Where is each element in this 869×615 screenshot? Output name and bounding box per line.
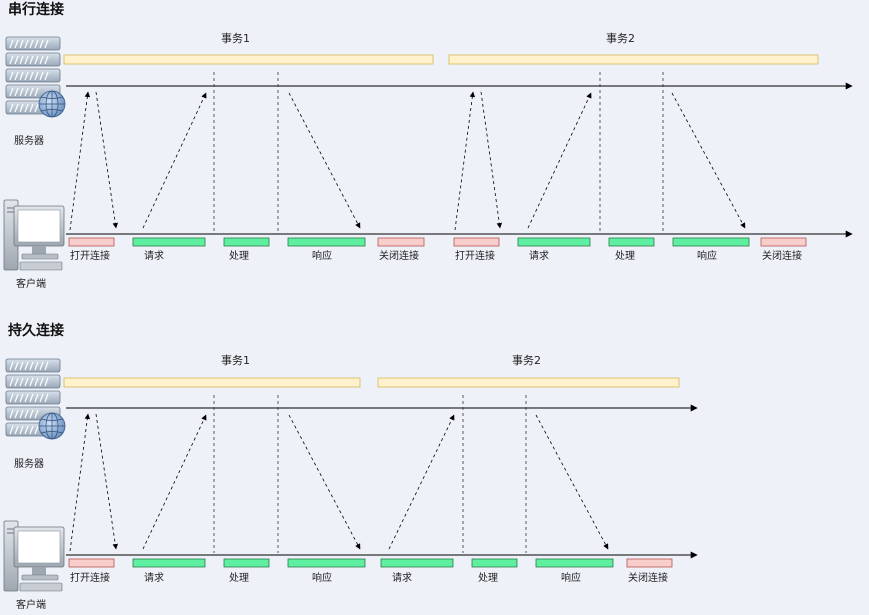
transaction-bar-1 [63,377,361,388]
serial-connection-section: 串行连接 服务器 客户端 事务1 事务2 [3,1,853,290]
step-label: 响应 [697,249,717,262]
step-label: 处理 [615,250,635,262]
transaction-label-2: 事务2 [512,354,541,367]
step-label: 请求 [144,571,164,584]
step-box [517,237,591,247]
computer-icon [3,199,65,271]
step-box [760,237,807,247]
step-box [68,237,115,247]
step-box [608,237,655,247]
step-box [68,558,115,568]
transaction-bar-2 [448,54,819,65]
transaction-bar-1 [63,54,434,65]
phase-separators [213,72,664,232]
computer-icon [3,520,65,592]
step-box [471,558,518,568]
step-box [132,558,206,568]
step-box [132,237,206,247]
message-arrows [69,91,746,231]
client-label: 客户端 [16,598,46,611]
server-label: 服务器 [14,457,44,470]
transaction-bar-2 [377,377,680,388]
step-label: 关闭连接 [762,249,802,262]
step-box [287,558,366,568]
step-label: 关闭连接 [379,249,419,262]
step-box [223,237,270,247]
transaction-label-1: 事务1 [221,354,250,367]
step-label: 响应 [561,571,581,584]
step-label: 响应 [312,249,332,262]
step-box [535,558,614,568]
step-label: 处理 [229,250,249,262]
step-box [626,558,673,568]
section-title: 持久连接 [8,322,64,339]
step-label: 请求 [392,571,412,584]
step-box [672,237,750,247]
phase-separators [213,395,527,553]
step-box [453,237,500,247]
server-icon [5,36,66,118]
server-icon [5,358,66,440]
step-box [380,558,454,568]
step-label: 处理 [229,572,249,584]
transaction-label-2: 事务2 [606,32,635,45]
section-title: 串行连接 [8,1,64,18]
step-box [287,237,366,247]
step-label: 请求 [144,249,164,262]
step-label: 请求 [529,249,549,262]
step-label: 打开连接 [70,571,110,584]
step-box [223,558,270,568]
step-label: 关闭连接 [628,571,668,584]
message-arrows [69,413,609,552]
step-box [377,237,425,247]
transaction-label-1: 事务1 [221,32,250,45]
server-label: 服务器 [14,134,44,147]
step-label: 打开连接 [70,249,110,262]
step-label: 打开连接 [455,249,495,262]
client-label: 客户端 [16,277,46,290]
step-label: 响应 [312,571,332,584]
step-label: 处理 [478,572,498,584]
persistent-connection-section: 持久连接 服务器 客户端 事务1 事务2 [3,322,698,611]
